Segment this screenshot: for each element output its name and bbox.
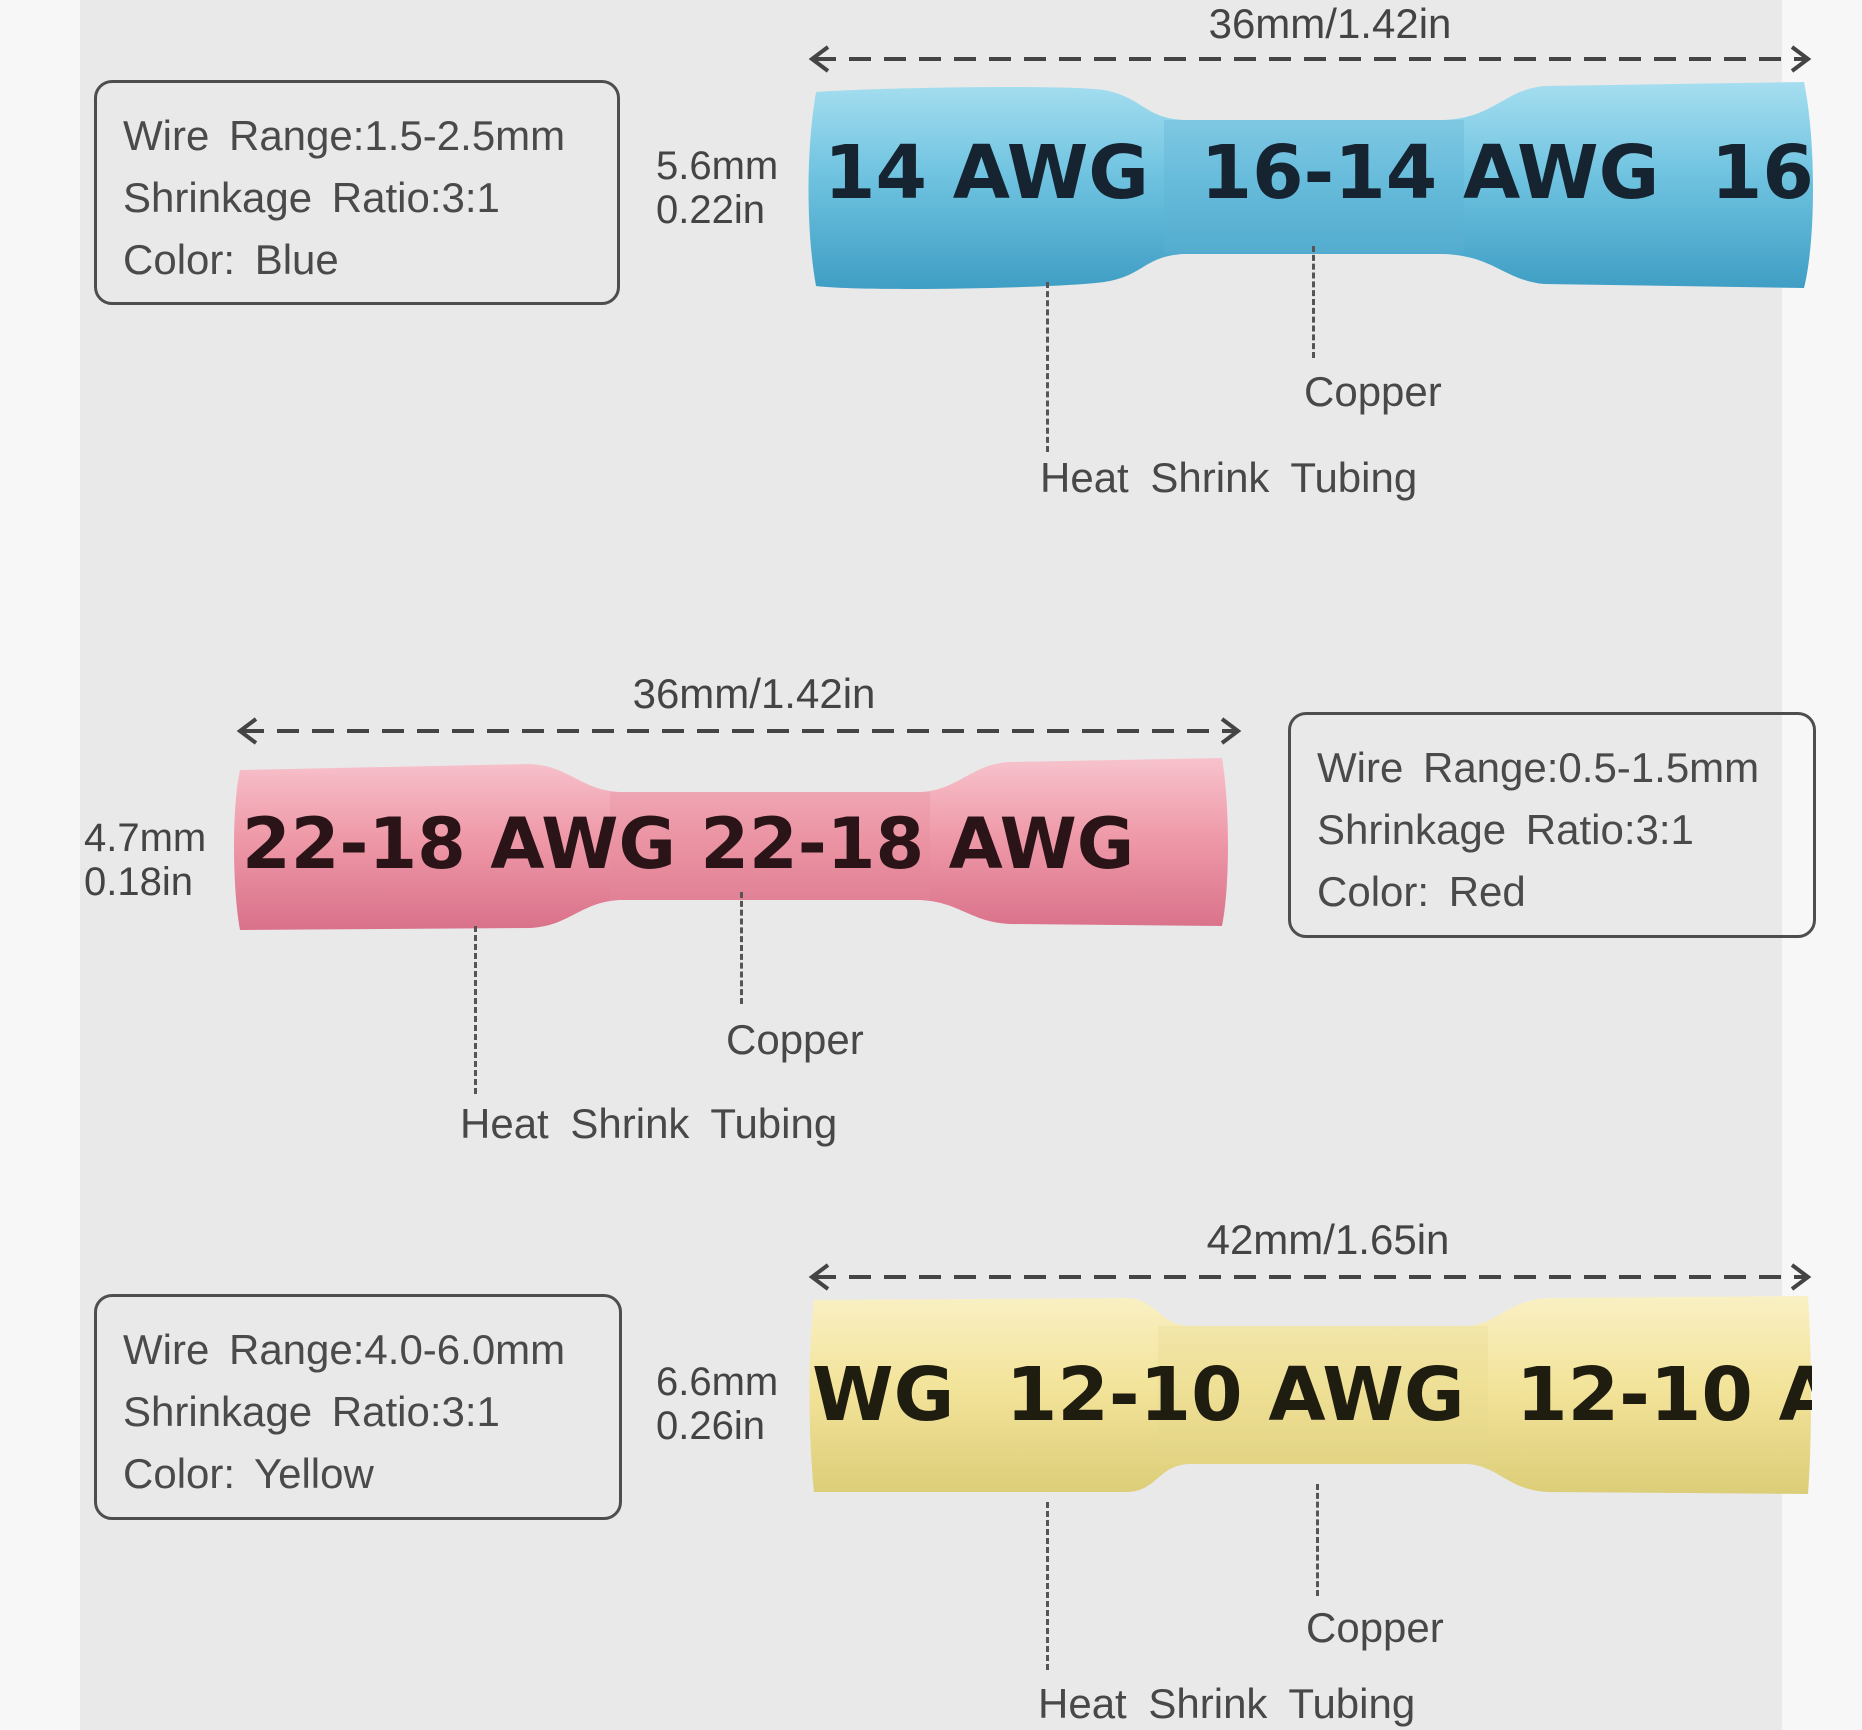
red-diameter-label: 4.7mm 0.18in [84, 816, 206, 904]
yellow-copper-leader [1316, 1484, 1319, 1596]
yellow-copper-callout: Copper [1306, 1604, 1444, 1651]
yellow-print-text: WG 12-10 AWG 12-10 AV [812, 1352, 1812, 1438]
red-copper-callout: Copper [726, 1016, 864, 1063]
blue-copper-leader [1312, 246, 1315, 358]
yellow-shrinkage-ratio: Shrinkage Ratio:3:1 [123, 1388, 500, 1435]
blue-copper-callout: Copper [1304, 368, 1442, 415]
blue-spec-box: Wire Range:1.5-2.5mm Shrinkage Ratio:3:1… [94, 80, 620, 305]
blue-print-text: 14 AWG 16-14 AWG 16- [824, 130, 1816, 216]
yellow-length-arrow [806, 1262, 1814, 1292]
red-diameter-in: 0.18in [84, 860, 193, 904]
yellow-diameter-in: 0.26in [656, 1404, 765, 1448]
red-copper-leader [740, 892, 743, 1004]
red-tubing-callout: Heat Shrink Tubing [460, 1100, 838, 1147]
blue-color: Color: Blue [123, 236, 339, 283]
blue-diameter-in: 0.22in [656, 188, 765, 232]
yellow-diameter-mm: 6.6mm [656, 1360, 779, 1404]
blue-length-label: 36mm/1.42in [1208, 0, 1452, 47]
blue-tubing-leader [1046, 282, 1049, 452]
red-print-text: 22-18 AWG 22-18 AWG [242, 803, 1134, 885]
blue-wire-range: Wire Range:1.5-2.5mm [123, 112, 566, 159]
red-color: Color: Red [1317, 868, 1526, 915]
red-tubing-leader [474, 926, 477, 1094]
yellow-color: Color: Yellow [123, 1450, 374, 1497]
yellow-diameter-label: 6.6mm 0.26in [656, 1360, 778, 1448]
blue-diameter-mm: 5.6mm [656, 144, 779, 188]
red-length-label: 36mm/1.42in [632, 670, 876, 717]
red-shrinkage-ratio: Shrinkage Ratio:3:1 [1317, 806, 1694, 853]
yellow-length-label: 42mm/1.65in [1206, 1216, 1450, 1263]
blue-butt-connector: 14 AWG 16-14 AWG 16- [804, 80, 1816, 292]
blue-tubing-callout: Heat Shrink Tubing [1040, 454, 1418, 501]
yellow-spec-box: Wire Range:4.0-6.0mm Shrinkage Ratio:3:1… [94, 1294, 622, 1520]
red-length-arrow [234, 716, 1244, 746]
yellow-butt-connector: WG 12-10 AWG 12-10 AV [808, 1294, 1812, 1498]
red-diameter-mm: 4.7mm [84, 816, 207, 860]
yellow-wire-range: Wire Range:4.0-6.0mm [123, 1326, 566, 1373]
blue-shrinkage-ratio: Shrinkage Ratio:3:1 [123, 174, 500, 221]
blue-length-arrow [806, 44, 1814, 74]
left-margin-strip [0, 0, 80, 1730]
red-butt-connector: 22-18 AWG 22-18 AWG [230, 756, 1230, 936]
blue-diameter-label: 5.6mm 0.22in [656, 144, 778, 232]
yellow-tubing-callout: Heat Shrink Tubing [1038, 1680, 1416, 1727]
yellow-tubing-leader [1046, 1502, 1049, 1670]
red-spec-box: Wire Range:0.5-1.5mm Shrinkage Ratio:3:1… [1288, 712, 1816, 938]
red-wire-range: Wire Range:0.5-1.5mm [1317, 744, 1760, 791]
